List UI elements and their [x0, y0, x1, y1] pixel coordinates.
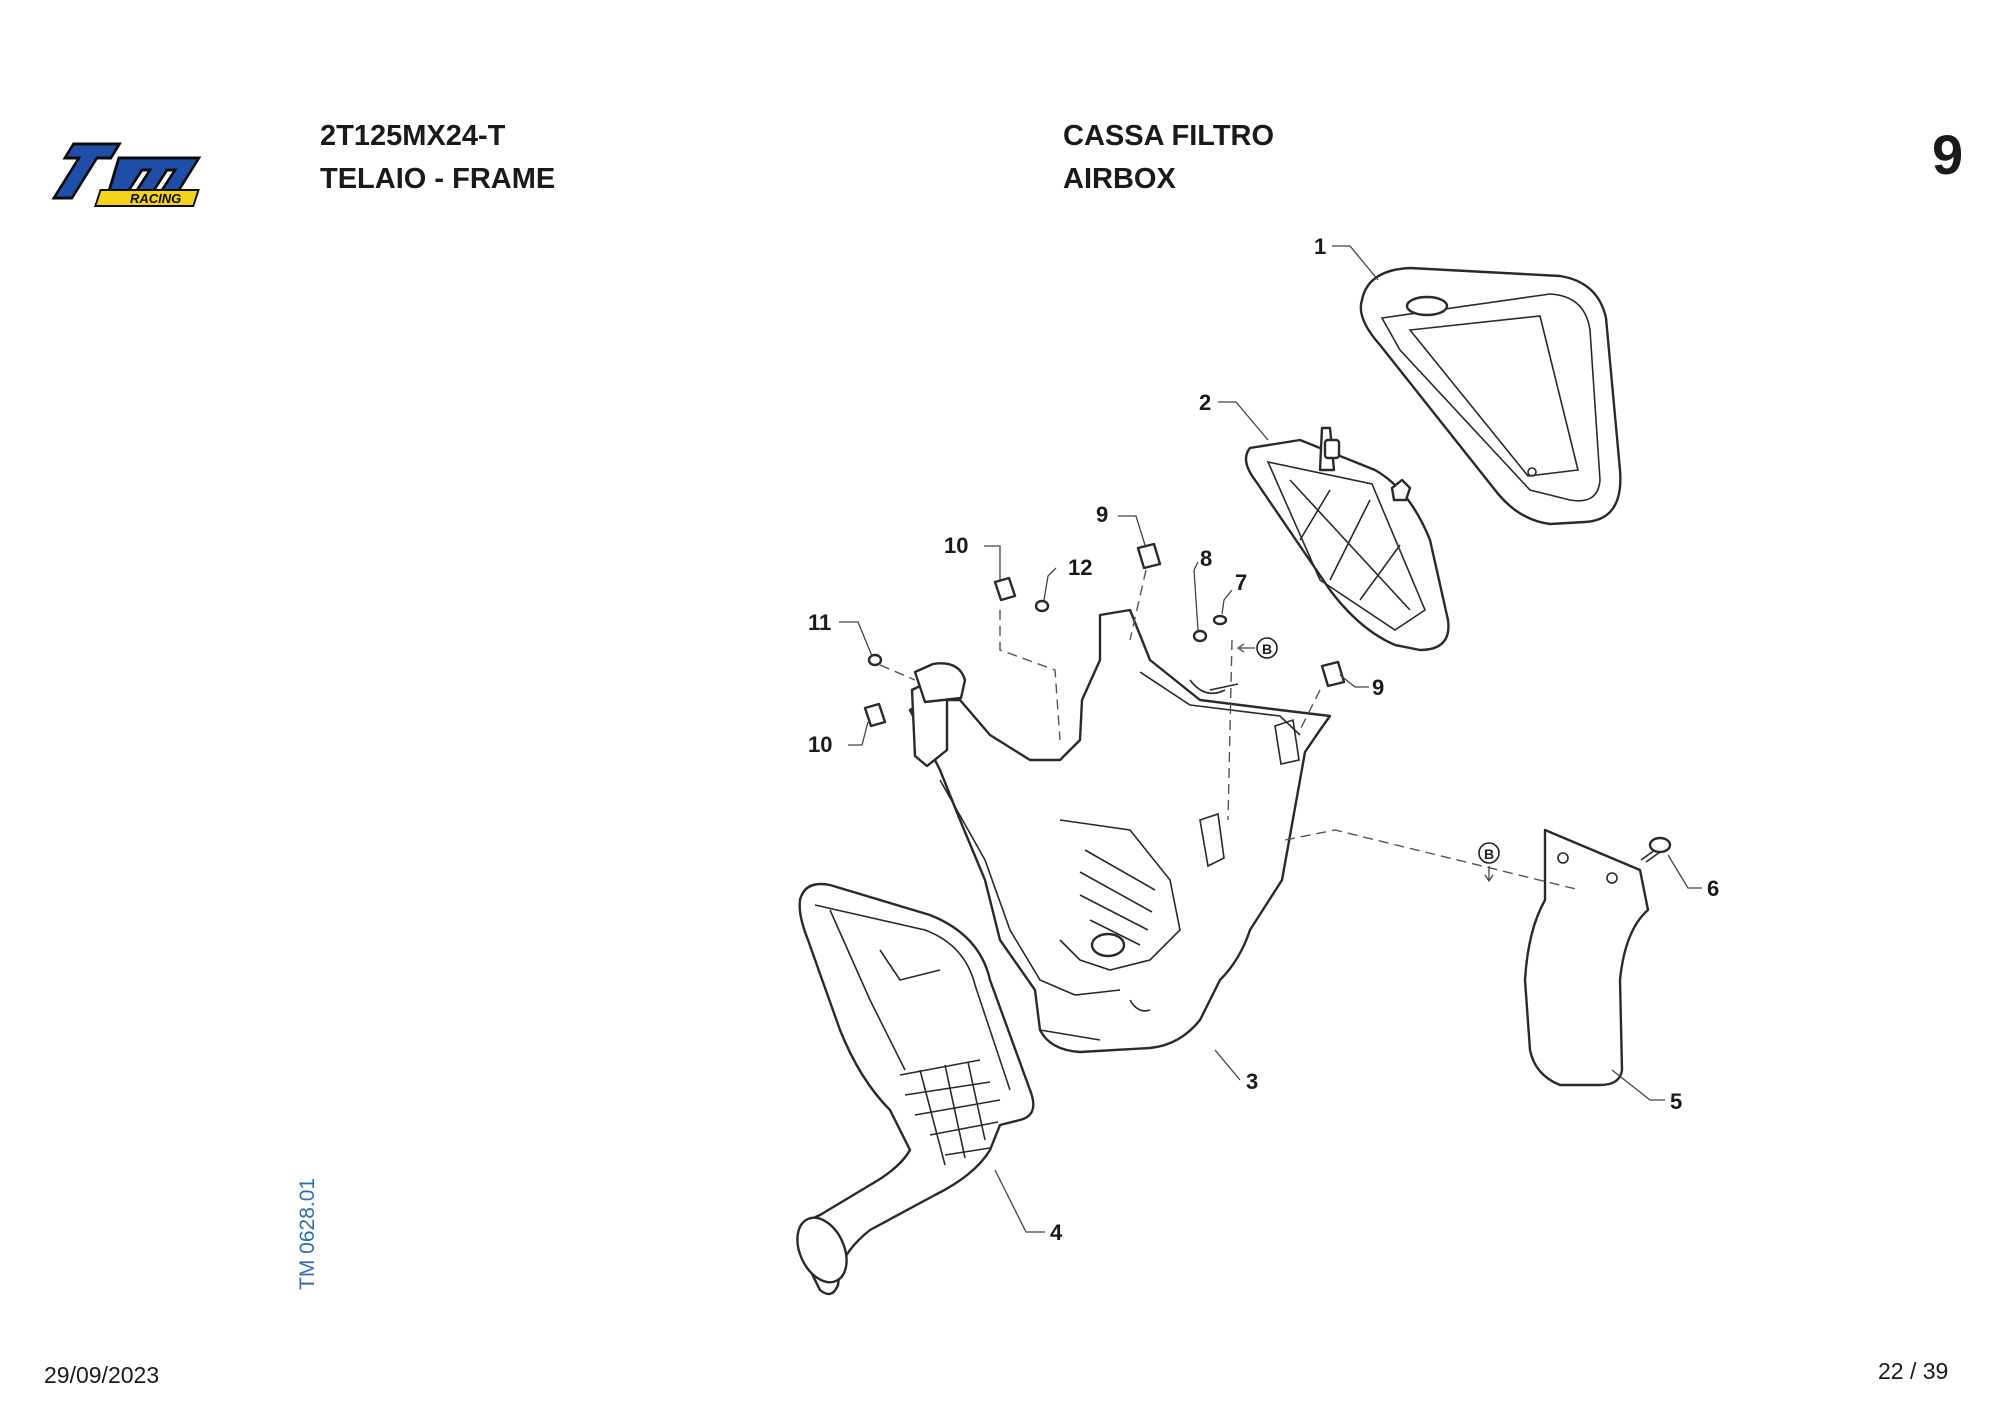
footer-page-counter: 22 / 39 — [1878, 1358, 1949, 1384]
model-code: 2T125MX24-T — [320, 120, 506, 152]
part-filter-cage — [1244, 426, 1450, 652]
tm-racing-logo: RACING — [51, 142, 202, 207]
callout-2: 2 — [1199, 390, 1211, 415]
section-title-it: CASSA FILTRO — [1063, 120, 1275, 152]
part-air-filter — [1359, 266, 1622, 526]
assembly-line — [1299, 689, 1321, 731]
part-intake-duct — [796, 882, 1035, 1296]
callout-7: 7 — [1235, 570, 1247, 595]
part-clip-9-upper — [1136, 542, 1162, 570]
leader-line — [1118, 515, 1146, 546]
part-washer-7 — [1212, 614, 1228, 626]
group-title: TELAIO - FRAME — [320, 163, 556, 195]
leader-line — [1667, 854, 1702, 889]
callout-10-lower: 10 — [808, 732, 832, 757]
leader-line — [1221, 589, 1233, 615]
part-nut-8 — [1192, 629, 1208, 643]
part-clip-10-lower — [863, 702, 887, 728]
part-clip-9-right — [1320, 660, 1346, 688]
callout-6: 6 — [1707, 876, 1719, 901]
assembly-line — [1129, 569, 1147, 641]
callout-9-right: 9 — [1372, 675, 1384, 700]
leader-line — [848, 721, 869, 746]
leader-line — [1214, 1049, 1241, 1081]
assembly-line — [1284, 829, 1581, 891]
assembly-line — [1227, 639, 1233, 821]
reference-mark-b-lower: B — [1478, 842, 1500, 864]
reference-mark-b-upper: B — [1256, 637, 1278, 659]
leader-line — [1611, 1069, 1665, 1101]
callout-10-upper: 10 — [944, 533, 968, 558]
callout-8: 8 — [1200, 546, 1212, 571]
section-title-en: AIRBOX — [1063, 163, 1176, 195]
svg-text:B: B — [1484, 846, 1494, 862]
leader-line — [1218, 401, 1269, 441]
footer-date: 29/09/2023 — [44, 1362, 160, 1388]
callout-4: 4 — [1050, 1220, 1063, 1245]
leader-line — [1339, 674, 1369, 688]
leader-line — [1043, 567, 1057, 601]
leader-line — [1193, 561, 1199, 631]
leader-line — [994, 1169, 1045, 1233]
part-screw-12 — [1034, 599, 1050, 613]
assembly-line — [999, 610, 1061, 741]
callout-11: 11 — [808, 610, 831, 635]
callout-5: 5 — [1670, 1089, 1682, 1114]
callout-9-upper: 9 — [1096, 502, 1108, 527]
callout-1: 1 — [1314, 234, 1326, 259]
leader-line — [839, 621, 873, 657]
part-screw-11 — [867, 653, 883, 667]
leader-line — [984, 545, 1001, 580]
callout-3: 3 — [1246, 1069, 1258, 1094]
part-mud-flap — [1523, 828, 1650, 1087]
part-airbox — [908, 608, 1332, 1054]
part-clip-10-upper — [993, 576, 1017, 602]
leader-line — [1332, 245, 1379, 281]
svg-text:B: B — [1262, 641, 1272, 657]
page-number: 9 — [1932, 123, 1964, 186]
part-screw-6 — [1640, 836, 1672, 863]
reference-arrow — [1236, 643, 1255, 653]
reference-arrow — [1484, 866, 1494, 883]
assembly-line — [879, 664, 916, 681]
logo-sub-text: RACING — [130, 191, 181, 206]
callout-12: 12 — [1068, 555, 1092, 580]
